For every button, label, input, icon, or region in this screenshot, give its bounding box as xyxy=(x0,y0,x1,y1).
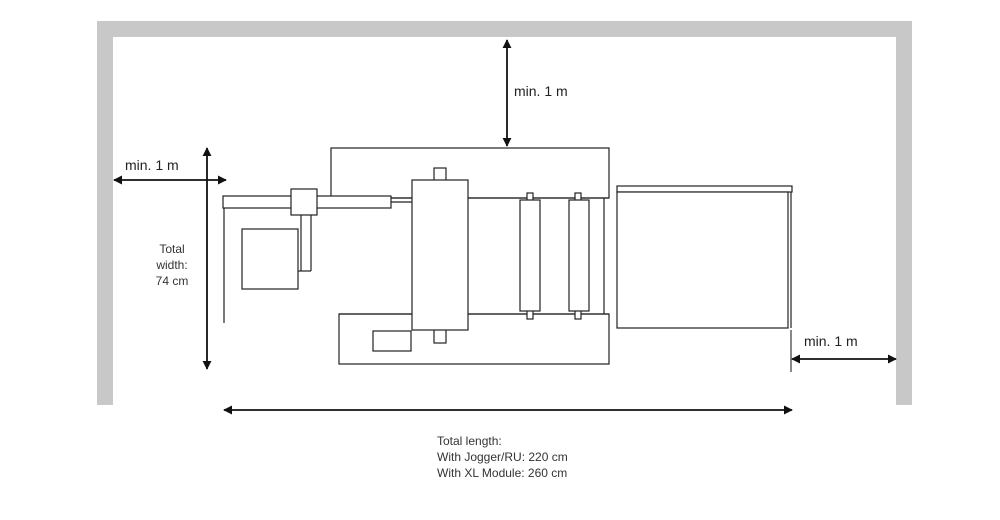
total-length-line-3: With XL Module: 260 cm xyxy=(437,466,568,480)
drum-cap-bottom xyxy=(433,328,447,344)
total-width-line-1: Total xyxy=(159,242,185,256)
feeder-joint xyxy=(290,188,318,216)
roller-1 xyxy=(519,199,541,312)
total-width-line-2: width: xyxy=(156,258,188,272)
total-width-label: Total width: 74 cm xyxy=(146,241,198,289)
wall-right xyxy=(896,21,912,405)
dimension-arrows xyxy=(113,39,897,415)
room-walls xyxy=(97,21,912,405)
feeder-box xyxy=(241,228,299,290)
total-length-line-1: Total length: xyxy=(437,434,502,448)
total-length-line-2: With Jogger/RU: 220 cm xyxy=(437,450,568,464)
machine xyxy=(222,147,793,365)
wall-left xyxy=(97,21,113,405)
machine-top-frame xyxy=(330,147,610,199)
drum-unit xyxy=(411,179,469,331)
top-clearance-label: min. 1 m xyxy=(514,83,568,99)
roller-2 xyxy=(568,199,590,312)
wall-top xyxy=(97,21,912,37)
control-panel xyxy=(372,330,412,352)
right-clearance-label: min. 1 m xyxy=(804,333,858,349)
left-clearance-label: min. 1 m xyxy=(125,157,179,173)
total-width-line-3: 74 cm xyxy=(155,274,189,288)
total-length-label: Total length: With Jogger/RU: 220 cm Wit… xyxy=(437,433,568,481)
output-module xyxy=(616,191,789,329)
output-module-lip xyxy=(616,185,793,193)
